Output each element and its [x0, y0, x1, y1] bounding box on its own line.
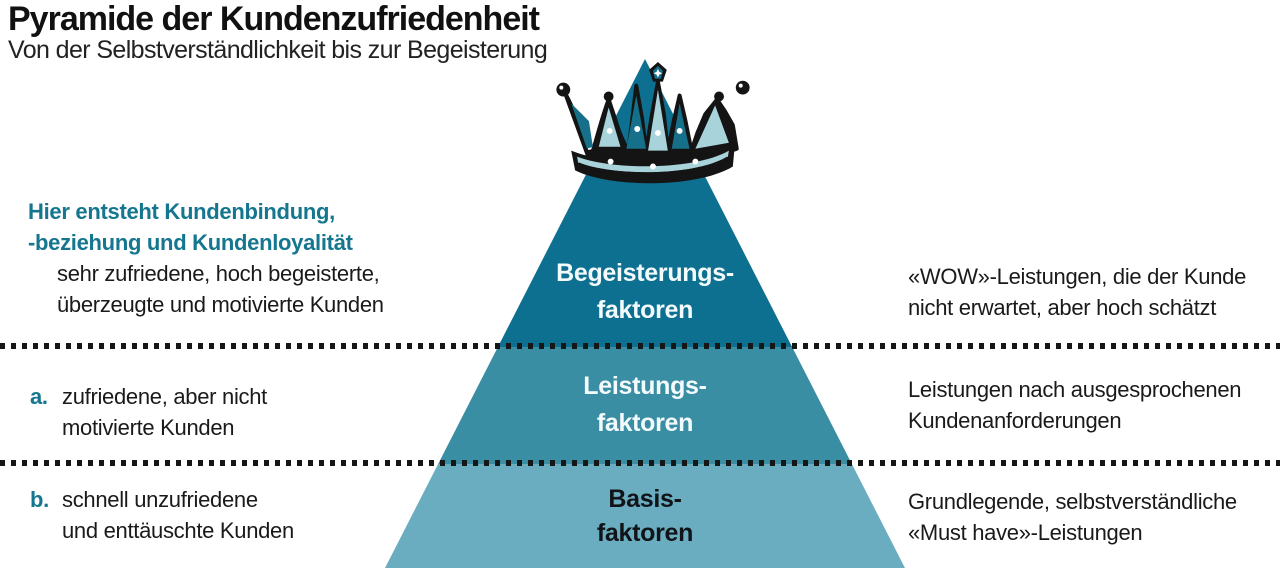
description-line: überzeugte und motivierte Kunden — [57, 292, 384, 317]
left-heading-line: -beziehung und Kundenloyalität — [28, 230, 353, 255]
description-line: «WOW»-Leistungen, die der Kunde — [908, 264, 1247, 289]
left-heading-line: Hier entsteht Kundenbindung, — [28, 199, 335, 224]
label-line: Basis- — [608, 485, 682, 513]
item-b-line: schnell unzufriedene — [62, 487, 258, 512]
description-line: Grundlegende, selbstverständliche — [908, 489, 1237, 514]
label-begeisterungsfaktoren: Begeisterungs- faktoren — [445, 255, 845, 329]
label-line: faktoren — [596, 519, 694, 547]
left-top-description: sehr zufriedene, hoch begeisterte, überz… — [57, 258, 384, 320]
label-line: faktoren — [596, 296, 694, 324]
crown-icon — [556, 61, 750, 184]
left-item-b: b. schnell unzufriedene und enttäuschte … — [30, 484, 294, 546]
description-line: Kundenanforderungen — [908, 408, 1122, 433]
description-line: «Must have»-Leistungen — [908, 520, 1143, 545]
left-heading: Hier entsteht Kundenbindung, -beziehung … — [28, 196, 353, 258]
right-top-description: «WOW»-Leistungen, die der Kunde nicht er… — [908, 261, 1246, 323]
label-basisfaktoren: Basis- faktoren — [445, 482, 845, 550]
item-a-marker: a. — [30, 384, 48, 409]
item-a-line: zufriedene, aber nicht — [62, 384, 267, 409]
page-title: Pyramide der Kundenzufriedenheit — [8, 0, 540, 38]
label-line: faktoren — [596, 409, 694, 437]
level-basis-shape — [385, 464, 905, 568]
description-line: Leistungen nach ausgesprochenen — [908, 377, 1242, 402]
item-b-marker: b. — [30, 487, 49, 512]
right-bottom-description: Grundlegende, selbstverständliche «Must … — [908, 486, 1237, 548]
page-subtitle: Von der Selbstverständlichkeit bis zur B… — [8, 36, 548, 64]
separator-line-upper — [0, 343, 1280, 349]
right-middle-description: Leistungen nach ausgesprochenen Kundenan… — [908, 374, 1242, 436]
label-line: Begeisterungs- — [556, 259, 734, 287]
description-line: sehr zufriedene, hoch begeisterte, — [57, 261, 380, 286]
left-item-a: a. zufriedene, aber nicht motivierte Kun… — [30, 381, 267, 443]
label-leistungsfaktoren: Leistungs- faktoren — [445, 368, 845, 442]
separator-line-lower — [0, 460, 1280, 466]
label-line: Leistungs- — [583, 372, 707, 400]
item-b-line: und enttäuschte Kunden — [62, 518, 294, 543]
item-a-line: motivierte Kunden — [62, 415, 235, 440]
description-line: nicht erwartet, aber hoch schätzt — [908, 295, 1217, 320]
